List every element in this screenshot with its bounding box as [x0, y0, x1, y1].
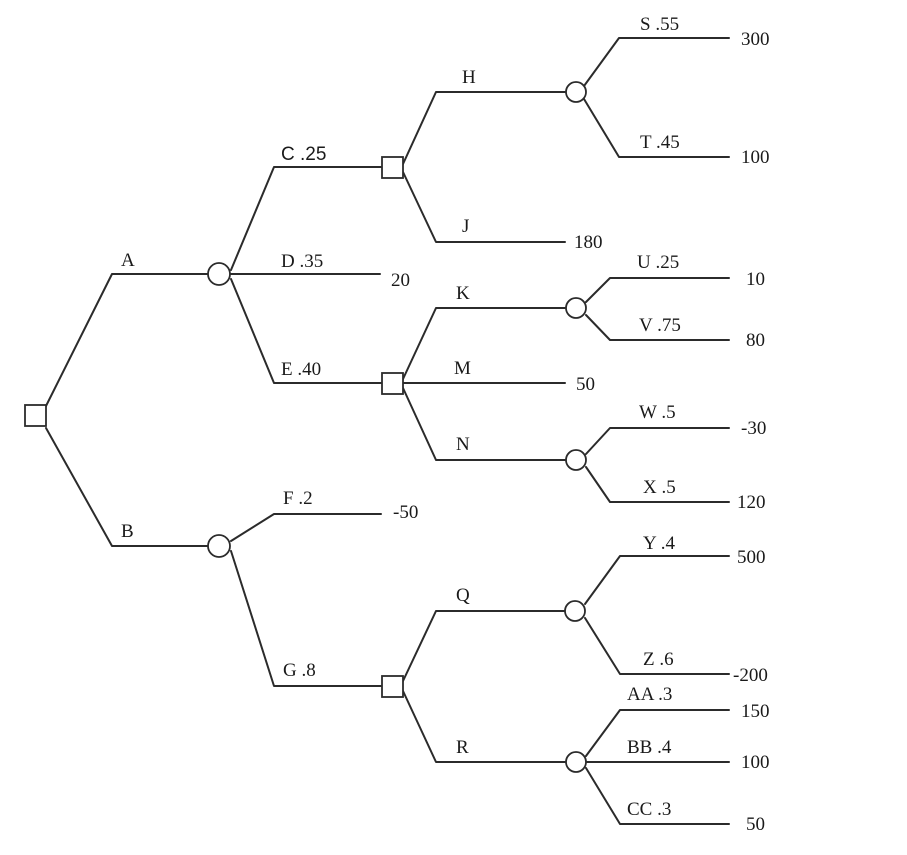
payoff-z: -200 — [733, 665, 768, 686]
payoff-aa: 150 — [741, 701, 770, 722]
label-x: X .5 — [643, 477, 676, 498]
payoff-d: 20 — [391, 270, 410, 291]
branch-labels: A B C .25 D .35 E .40 F .2 G .8 H J K M … — [121, 14, 681, 820]
branch-j — [402, 171, 566, 243]
label-u: U .25 — [637, 252, 679, 273]
payoff-f: -50 — [393, 502, 418, 523]
chance-node-b — [207, 534, 231, 558]
chance-node-k — [565, 297, 587, 319]
label-aa: AA .3 — [627, 684, 672, 705]
label-cc: CC .3 — [627, 799, 671, 820]
payoff-u: 10 — [746, 269, 765, 290]
branch-s — [583, 37, 730, 87]
label-m: M — [454, 358, 471, 379]
label-v: V .75 — [639, 315, 681, 336]
label-w: W .5 — [639, 402, 676, 423]
branch-r — [402, 690, 566, 763]
label-b: B — [121, 521, 134, 542]
branch-f — [230, 513, 382, 542]
branch-t — [583, 98, 730, 158]
branch-x — [585, 466, 730, 503]
payoff-m: 50 — [576, 374, 595, 395]
chance-node-r — [565, 751, 587, 773]
label-f: F .2 — [283, 488, 313, 509]
payoff-y: 500 — [737, 547, 766, 568]
payoff-x: 120 — [737, 492, 766, 513]
label-e: E .40 — [281, 359, 321, 380]
chance-node-n — [565, 449, 587, 471]
payoff-cc: 50 — [746, 814, 765, 835]
chance-node-a — [207, 262, 231, 286]
label-c: C .25 — [281, 144, 326, 165]
branch-e — [230, 278, 382, 384]
decision-node-e — [381, 372, 404, 395]
chance-node-h — [565, 81, 587, 103]
branch-g — [230, 550, 382, 687]
decision-node-g — [381, 675, 404, 698]
payoff-t: 100 — [741, 147, 770, 168]
branch-h — [402, 91, 566, 165]
label-r: R — [456, 737, 469, 758]
label-d: D .35 — [281, 251, 323, 272]
branch-lines — [45, 37, 730, 825]
branch-cc — [585, 767, 730, 825]
label-j: J — [462, 216, 469, 237]
payoff-bb: 100 — [741, 752, 770, 773]
label-n: N — [456, 434, 470, 455]
branch-q — [402, 610, 566, 682]
payoff-s: 300 — [741, 29, 770, 50]
branch-b — [45, 427, 209, 547]
label-h: H — [462, 67, 476, 88]
branch-w — [585, 427, 730, 455]
chance-nodes — [207, 81, 587, 773]
branch-v — [585, 314, 730, 341]
payoff-values: 20 -50 180 50 300 100 10 80 -30 120 500 … — [391, 29, 770, 835]
decision-node-c — [381, 156, 404, 179]
label-z: Z .6 — [643, 649, 674, 670]
label-t: T .45 — [640, 132, 680, 153]
branch-a — [45, 273, 209, 407]
branch-n — [402, 387, 566, 461]
label-y: Y .4 — [643, 533, 676, 554]
label-s: S .55 — [640, 14, 679, 35]
label-a: A — [121, 250, 135, 271]
label-g: G .8 — [283, 660, 316, 681]
label-bb: BB .4 — [627, 737, 672, 758]
payoff-v: 80 — [746, 330, 765, 351]
label-k: K — [456, 283, 470, 304]
decision-node-root — [24, 404, 47, 427]
branch-c — [230, 166, 382, 271]
chance-node-q — [564, 600, 586, 622]
branch-aa — [585, 709, 730, 757]
decision-nodes — [24, 156, 404, 698]
branch-y — [584, 555, 730, 605]
branch-u — [585, 277, 730, 303]
payoff-w: -30 — [741, 418, 766, 439]
branch-z — [584, 617, 730, 675]
branch-k — [402, 307, 566, 380]
label-q: Q — [456, 585, 470, 606]
payoff-j: 180 — [574, 232, 603, 253]
